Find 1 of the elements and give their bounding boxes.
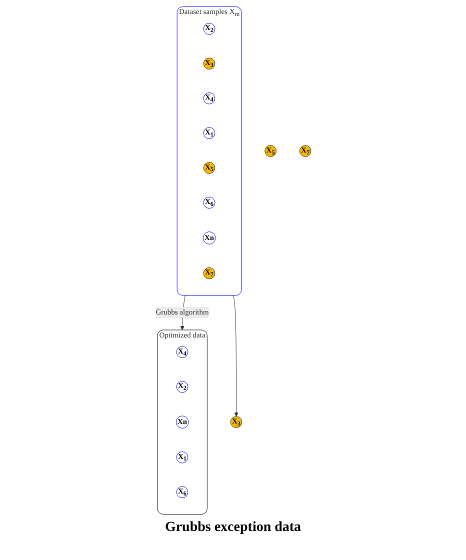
- caption-text: Grubbs exception data: [164, 520, 302, 536]
